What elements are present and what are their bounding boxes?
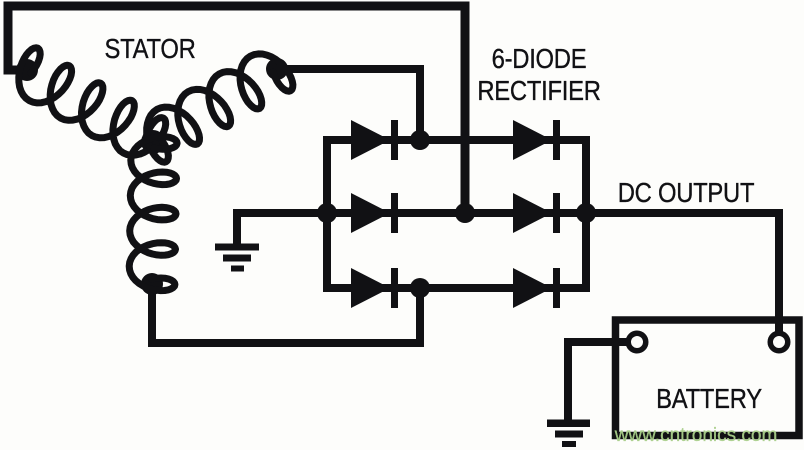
stator-coil-icon [15,44,170,159]
battery-terminal-icon [625,330,649,354]
junction-dot-icon [317,203,337,223]
junction-dot-icon [576,203,596,223]
battery-terminal-icon [767,330,791,354]
stator-coil-icon [143,50,297,166]
diode-icon [351,120,398,160]
wire-top-loop [3,1,470,213]
diode-icon [351,268,398,308]
stator-label: STATOR [104,33,196,64]
ground-icon [547,419,590,447]
rectifier-label-line2: RECTIFIER [477,75,601,106]
rectifier-label-line1: 6-DIODE [491,43,587,74]
wire-ground-tap [233,209,327,246]
battery-label: BATTERY [656,383,762,414]
junction-dot-icon [410,130,430,150]
diode-icon [351,193,398,233]
rectifier-label: 6-DIODE RECTIFIER [446,43,633,107]
wire-phase-bottom [148,284,424,347]
wire-battery-ground [564,338,637,421]
junction-dot-icon [455,203,475,223]
junction-dot-icon [410,278,430,298]
diode-icon [513,193,560,233]
wire-phase-right [277,65,424,140]
ground-icon [215,243,259,272]
diode-icon [513,120,560,160]
diode-icon [513,268,560,308]
dc-output-label: DC OUTPUT [617,177,755,208]
stator-coil-icon [125,133,181,295]
wire-dc-output [586,209,783,342]
watermark: www.cntronics.com [614,425,778,446]
